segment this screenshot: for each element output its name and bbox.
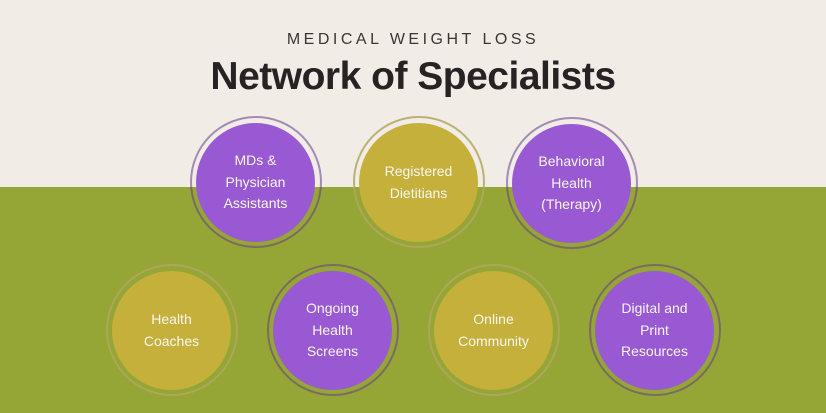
specialist-circle-registered-dietitians: Registered Dietitians bbox=[353, 116, 485, 248]
circle-fill: Digital and Print Resources bbox=[595, 271, 714, 390]
circle-label-line: Digital and bbox=[621, 299, 688, 316]
circle-label-line: Health bbox=[551, 174, 592, 191]
circle-label-line: Ongoing bbox=[306, 299, 359, 316]
header: MEDICAL WEIGHT LOSS Network of Specialis… bbox=[0, 0, 826, 99]
circle-fill: Behavioral Health (Therapy) bbox=[512, 124, 631, 243]
circle-label-line: Assistants bbox=[223, 195, 288, 212]
circle-fill: MDs & Physician Assistants bbox=[196, 123, 315, 242]
circle-fill: Health Coaches bbox=[112, 271, 231, 390]
circle-fill: Online Community bbox=[434, 271, 553, 390]
circle-label-line: Coaches bbox=[143, 332, 200, 349]
circle-label-line: Registered bbox=[384, 162, 453, 179]
circle-label-line: Behavioral bbox=[538, 152, 605, 169]
specialist-circle-ongoing-health-screens: Ongoing Health Screens bbox=[267, 264, 399, 396]
circle-label-line: Dietitians bbox=[389, 184, 448, 201]
specialist-circle-online-community: Online Community bbox=[428, 264, 560, 396]
circle-fill: Ongoing Health Screens bbox=[273, 271, 392, 390]
eyebrow-text: MEDICAL WEIGHT LOSS bbox=[286, 31, 540, 48]
specialist-circle-digital-print-resources: Digital and Print Resources bbox=[589, 264, 721, 396]
circle-label-line: Screens bbox=[306, 343, 359, 360]
circle-label-line: Health bbox=[151, 310, 192, 327]
circle-label-line: Health bbox=[312, 321, 353, 338]
specialist-circle-behavioral-health-therapy: Behavioral Health (Therapy) bbox=[506, 117, 638, 249]
circle-fill: Registered Dietitians bbox=[359, 123, 478, 242]
circle-label-line: Resources bbox=[621, 343, 688, 360]
specialist-circle-mds-physician-assistants: MDs & Physician Assistants bbox=[190, 116, 322, 248]
circle-label-line: Online bbox=[473, 310, 514, 327]
specialist-circle-health-coaches: Health Coaches bbox=[106, 264, 238, 396]
circle-label-line: Physician bbox=[225, 173, 286, 190]
circle-label-line: Print bbox=[640, 321, 669, 338]
page-title: Network of Specialists bbox=[210, 55, 616, 98]
circle-label-line: (Therapy) bbox=[541, 196, 602, 213]
circle-label-line: MDs & bbox=[234, 151, 277, 168]
circle-label-line: Community bbox=[458, 332, 529, 349]
